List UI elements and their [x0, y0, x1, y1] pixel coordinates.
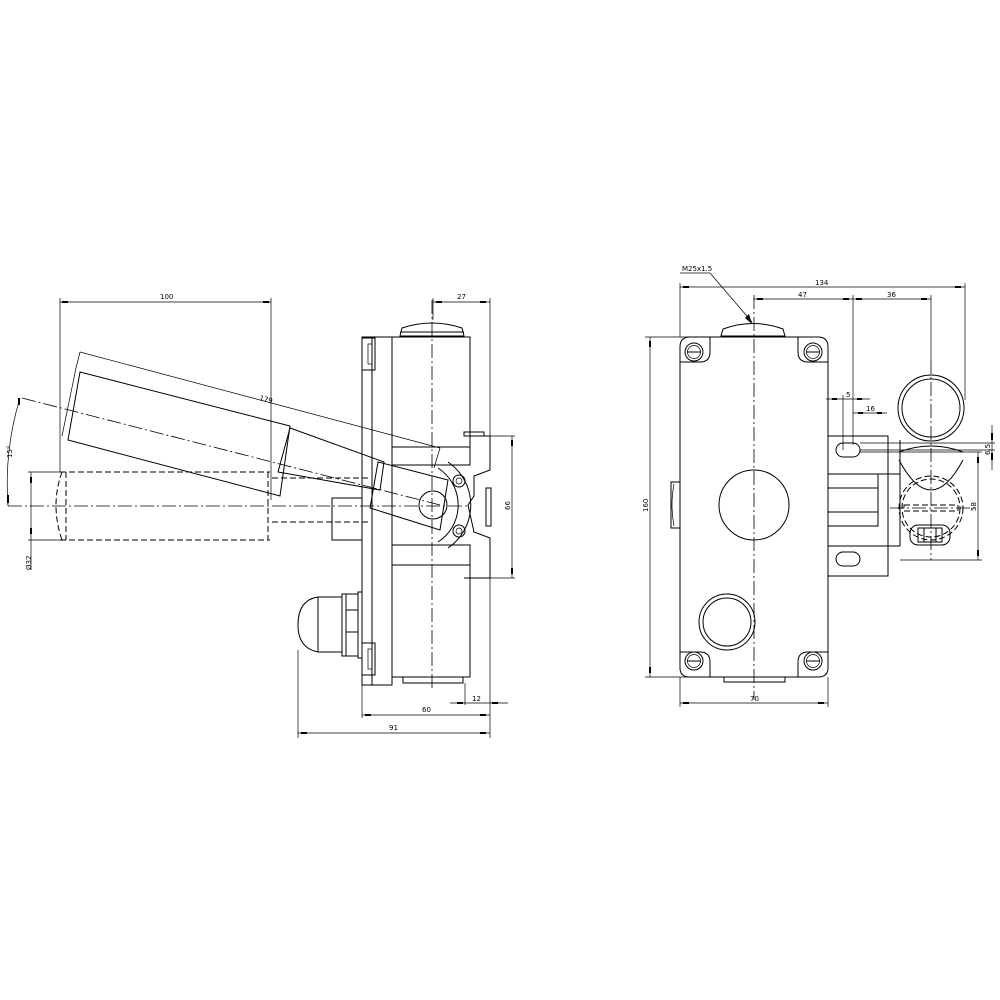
dim-top-width: 27 [457, 293, 466, 301]
dim-offset-36: 36 [887, 291, 896, 299]
dim-offset-12: 12 [472, 695, 481, 703]
dim-slot-16: 16 [866, 405, 875, 413]
dim-lever-length: 100 [160, 293, 173, 301]
dim-angle: 15° [6, 446, 14, 458]
lever-arm-horizontal [8, 471, 470, 541]
corner-screws [680, 337, 828, 677]
dim-width-60: 60 [422, 706, 431, 714]
front-view: M25x1.5 134 47 36 5 16 6.5 [642, 265, 995, 707]
side-bracket [827, 435, 901, 577]
lever-arm-tilted [21, 367, 449, 531]
dim-thread: M25x1.5 [682, 265, 712, 273]
top-pushbutton [720, 323, 786, 337]
dim-height-66: 66 [504, 501, 512, 510]
dim-diameter: Ø32 [25, 556, 33, 570]
dim-height-160: 160 [642, 499, 650, 512]
dim-height-58: 58 [970, 502, 978, 511]
pivot-hub [418, 490, 448, 520]
top-pushbutton [399, 322, 465, 337]
dim-overall-134: 134 [815, 279, 829, 287]
cable-entry [698, 593, 756, 651]
dim-offset-47: 47 [798, 291, 807, 299]
side-view: 100 179 15° Ø32 27 66 12 [6, 293, 515, 738]
enclosure-body [679, 336, 829, 678]
dim-width-70: 70 [750, 695, 759, 703]
mounting-plate [361, 336, 373, 686]
dim-slot-6-5: 6.5 [984, 444, 992, 455]
dim-lever-diag: 179 [258, 394, 273, 405]
cable-gland [297, 591, 363, 659]
dim-overall-91: 91 [389, 724, 398, 732]
dim-slot-5: 5 [846, 391, 850, 399]
